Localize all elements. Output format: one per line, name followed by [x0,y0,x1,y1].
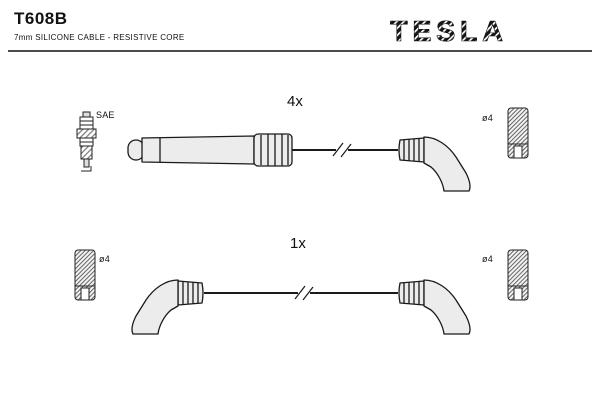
tesla-logo: TESLA [390,16,508,48]
cable-row2 [204,285,398,301]
angled-boot-right-row2 [398,279,471,335]
row2-right-diameter-label: ø4 [482,254,493,264]
row2-quantity-label: 1x [290,235,306,252]
row1-sae-label: SAE [96,110,115,120]
row1-quantity-label: 4x [287,93,303,110]
terminal-icon-row2-right [507,249,529,301]
terminal-icon-row1-right [507,107,529,159]
subtitle: 7mm SILICONE CABLE - RESISTIVE CORE [14,33,185,42]
straight-boot [127,133,293,167]
terminal-icon-row2-left [74,249,96,301]
part-number: T608B [14,9,68,28]
row1-diameter-label: ø4 [482,113,493,123]
spark-plug-icon [76,111,97,172]
row2-left-diameter-label: ø4 [99,254,110,264]
cable-row1 [292,142,398,158]
cable-break-icon [294,285,314,301]
cable-break-icon [332,142,352,158]
angled-boot-left-row2 [131,279,204,335]
angled-boot-right-row1 [398,136,471,192]
